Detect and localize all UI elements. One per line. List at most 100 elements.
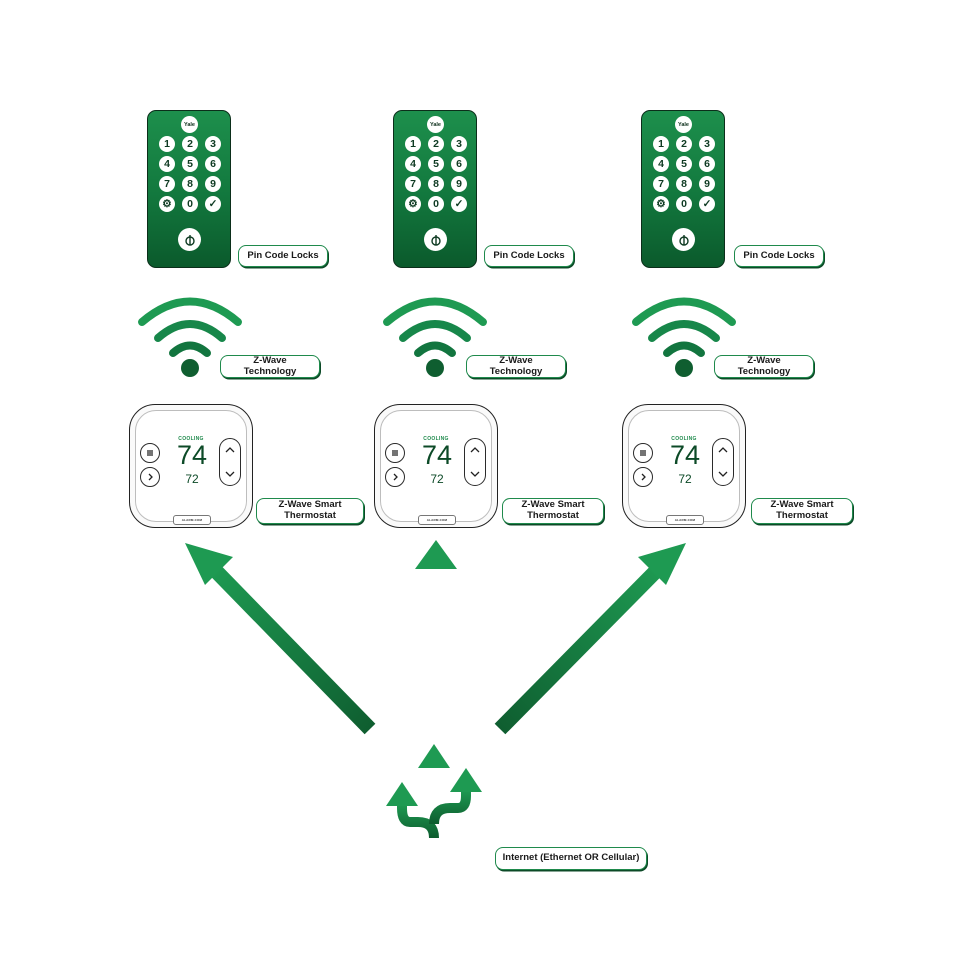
key-settings: ⚙ <box>653 196 669 212</box>
yale-logo: Yale <box>675 116 692 133</box>
smart-thermostat-2: COOLING 74 72 ALARM.COM <box>374 404 498 528</box>
mode-text: COOLING <box>178 436 204 442</box>
power-icon <box>178 228 201 251</box>
menu-icon <box>385 443 405 463</box>
key-check: ✓ <box>205 196 221 212</box>
wifi-icon <box>632 297 736 377</box>
thermostat-screen <box>628 410 740 522</box>
chevron-up-icon <box>470 447 480 453</box>
key-1: 1 <box>653 136 669 152</box>
menu-icon <box>140 443 160 463</box>
lock-keypad: 1 2 3 4 5 6 7 8 9 ⚙ 0 ✓ <box>159 136 221 212</box>
wifi-icon <box>383 297 487 377</box>
arrow-to-thermostat-3 <box>494 543 686 735</box>
key-2: 2 <box>182 136 198 152</box>
pin-code-locks-label: Pin Code Locks <box>238 245 328 267</box>
key-7: 7 <box>159 176 175 192</box>
label-line-1: Z-Wave Smart <box>770 499 834 511</box>
current-temperature: 74 <box>669 440 701 470</box>
set-temperature: 72 <box>678 472 692 486</box>
temperature-rocker <box>712 438 734 486</box>
chevron-right-icon <box>633 467 653 487</box>
power-icon <box>424 228 447 251</box>
key-0: 0 <box>182 196 198 212</box>
key-1: 1 <box>159 136 175 152</box>
set-temperature: 72 <box>185 472 199 486</box>
arrow-to-thermostat-2 <box>415 540 457 731</box>
key-6: 6 <box>205 156 221 172</box>
key-6: 6 <box>451 156 467 172</box>
label-line-1: Z-Wave Smart <box>521 499 585 511</box>
set-temperature: 72 <box>430 472 444 486</box>
key-4: 4 <box>405 156 421 172</box>
key-7: 7 <box>653 176 669 192</box>
key-8: 8 <box>676 176 692 192</box>
label-line-2: Thermostat <box>776 510 828 521</box>
current-temperature: 74 <box>176 440 208 470</box>
label-line-1: Z-Wave Smart <box>278 499 342 511</box>
temperature-rocker <box>219 438 241 486</box>
arrow-to-thermostat-1 <box>185 543 376 735</box>
key-5: 5 <box>182 156 198 172</box>
key-0: 0 <box>428 196 444 212</box>
chevron-down-icon <box>470 471 480 477</box>
thermostat-brand-tab: ALARM.COM <box>418 515 456 525</box>
thermostat-brand-tab: ALARM.COM <box>173 515 211 525</box>
brand-tab-text: ALARM.COM <box>426 518 448 522</box>
mode-text: COOLING <box>671 436 697 442</box>
key-settings: ⚙ <box>159 196 175 212</box>
key-7: 7 <box>405 176 421 192</box>
key-check: ✓ <box>699 196 715 212</box>
brand-tab-text: ALARM.COM <box>674 518 696 522</box>
network-split-icon <box>386 744 482 870</box>
menu-icon <box>633 443 653 463</box>
key-9: 9 <box>451 176 467 192</box>
pin-code-lock-2: Yale 1 2 3 4 5 6 7 8 9 ⚙ 0 ✓ <box>393 110 477 268</box>
current-temperature: 74 <box>421 440 453 470</box>
chevron-right-icon <box>140 467 160 487</box>
chevron-right-icon <box>385 467 405 487</box>
key-check: ✓ <box>451 196 467 212</box>
pin-code-lock-1: Yale 1 2 3 4 5 6 7 8 9 ⚙ 0 ✓ <box>147 110 231 268</box>
lock-keypad: 1 2 3 4 5 6 7 8 9 ⚙ 0 ✓ <box>405 136 467 212</box>
pin-code-locks-label: Pin Code Locks <box>734 245 824 267</box>
temperature-rocker <box>464 438 486 486</box>
key-5: 5 <box>428 156 444 172</box>
key-3: 3 <box>205 136 221 152</box>
z-wave-technology-label: Z-Wave Technology <box>466 355 566 378</box>
key-3: 3 <box>699 136 715 152</box>
key-5: 5 <box>676 156 692 172</box>
key-2: 2 <box>676 136 692 152</box>
power-icon <box>672 228 695 251</box>
key-settings: ⚙ <box>405 196 421 212</box>
key-8: 8 <box>182 176 198 192</box>
key-3: 3 <box>451 136 467 152</box>
label-line-2: Thermostat <box>284 510 336 521</box>
label-line-2: Thermostat <box>527 510 579 521</box>
key-4: 4 <box>653 156 669 172</box>
thermostat-brand-tab: ALARM.COM <box>666 515 704 525</box>
key-9: 9 <box>205 176 221 192</box>
z-wave-technology-label: Z-Wave Technology <box>714 355 814 378</box>
key-4: 4 <box>159 156 175 172</box>
mode-text: COOLING <box>423 436 449 442</box>
brand-tab-text: ALARM.COM <box>181 518 203 522</box>
internet-label: Internet (Ethernet OR Cellular) <box>495 847 647 870</box>
z-wave-technology-label: Z-Wave Technology <box>220 355 320 378</box>
yale-logo: Yale <box>181 116 198 133</box>
key-8: 8 <box>428 176 444 192</box>
key-1: 1 <box>405 136 421 152</box>
wifi-icon <box>138 297 242 377</box>
pin-code-locks-label: Pin Code Locks <box>484 245 574 267</box>
chevron-up-icon <box>718 447 728 453</box>
smart-thermostat-1: COOLING 74 72 ALARM.COM <box>129 404 253 528</box>
key-6: 6 <box>699 156 715 172</box>
smart-thermostat-3: COOLING 74 72 ALARM.COM <box>622 404 746 528</box>
key-0: 0 <box>676 196 692 212</box>
z-wave-smart-thermostat-label: Z-Wave Smart Thermostat <box>751 498 853 524</box>
z-wave-smart-thermostat-label: Z-Wave Smart Thermostat <box>502 498 604 524</box>
z-wave-smart-thermostat-label: Z-Wave Smart Thermostat <box>256 498 364 524</box>
key-9: 9 <box>699 176 715 192</box>
chevron-down-icon <box>225 471 235 477</box>
